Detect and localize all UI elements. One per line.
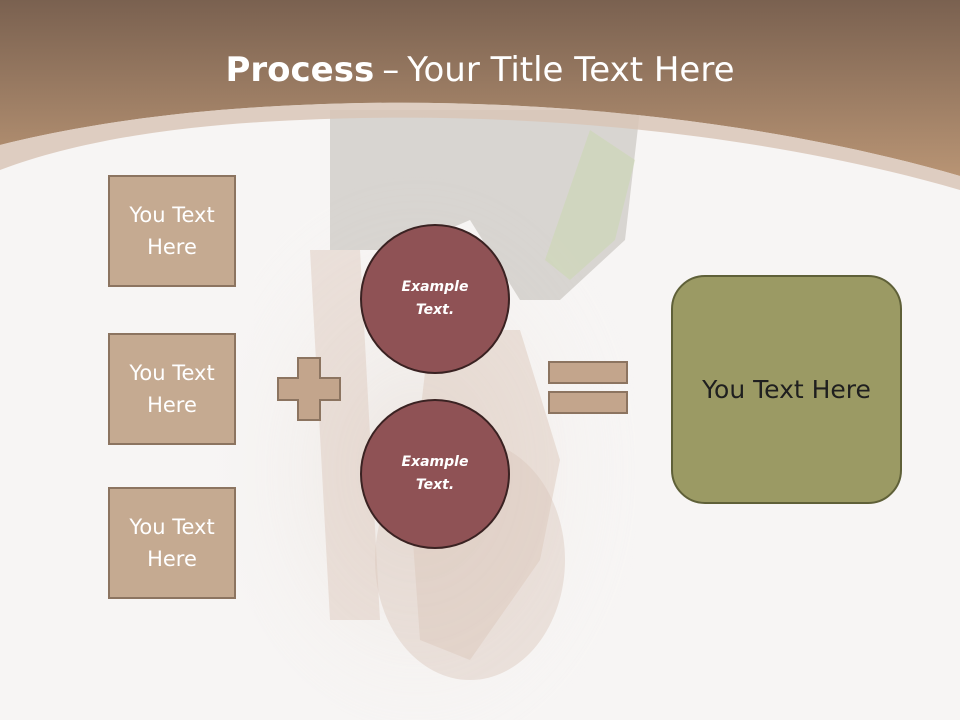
example-circle-2[interactable]: Example Text.: [360, 399, 510, 549]
result-box-label: You Text Here: [702, 375, 871, 404]
title-text: Your Title Text Here: [407, 50, 735, 90]
title-separator: –: [382, 50, 400, 90]
input-box-3[interactable]: You Text Here: [108, 487, 236, 599]
title-bold: Process: [225, 50, 375, 90]
example-circle-label: Example Text.: [401, 279, 469, 318]
example-circle-1[interactable]: Example Text.: [360, 224, 510, 374]
result-box[interactable]: You Text Here: [671, 275, 902, 504]
equals-icon: [548, 361, 628, 414]
example-circle-label: Example Text.: [401, 454, 469, 493]
input-box-label: You Text Here: [129, 515, 215, 571]
slide-title: Process–Your Title Text Here: [0, 50, 960, 90]
input-box-label: You Text Here: [129, 361, 215, 417]
plus-icon: [277, 357, 341, 421]
input-box-2[interactable]: You Text Here: [108, 333, 236, 445]
input-box-1[interactable]: You Text Here: [108, 175, 236, 287]
input-box-label: You Text Here: [129, 203, 215, 259]
